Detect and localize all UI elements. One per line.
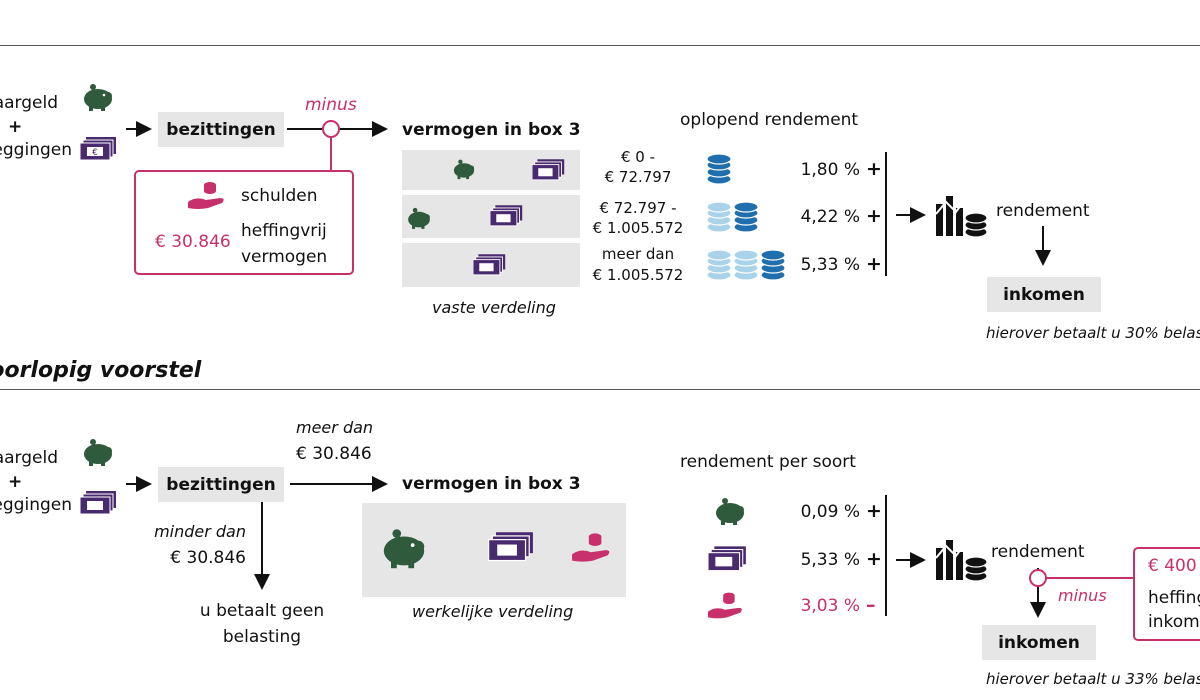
svg-text:€: € xyxy=(92,148,98,158)
piggy-bank-icon xyxy=(84,439,112,466)
bottom-minder-dan-2: € 30.846 xyxy=(170,548,246,568)
heffingvrij-box-bottom xyxy=(1133,547,1200,641)
bottom-rendement: rendement xyxy=(991,542,1085,562)
bottom-heffing-1: heffingvrij xyxy=(1148,588,1200,608)
top-minus-label: minus xyxy=(305,95,357,115)
top-heffingvrij-2: vermogen xyxy=(241,247,328,267)
top-footnote: hierover betaalt u 30% belasting xyxy=(986,324,1200,342)
heffingvrij-box-top xyxy=(134,170,354,275)
top-divider xyxy=(0,45,1200,46)
bottom-minder-dan-1: minder dan xyxy=(154,522,246,541)
top-oplopend-title: oplopend rendement xyxy=(680,110,859,130)
top-plus-3: + xyxy=(866,253,882,275)
top-schulden: schulden xyxy=(241,186,318,206)
top-rendement: rendement xyxy=(996,201,1090,221)
coin-stack-icon xyxy=(706,153,732,185)
piggy-bank-icon xyxy=(408,207,430,229)
bottom-werkelijke-verdeling: werkelijke verdeling xyxy=(412,602,574,621)
bottom-plus-1: + xyxy=(866,500,882,522)
bottom-pct-1: 0,09 % xyxy=(800,502,860,522)
bottom-pct-2: 5,33 % xyxy=(800,550,860,570)
bracket-2-line2: € 1.005.572 xyxy=(592,219,684,237)
banknotes-icon xyxy=(473,254,506,276)
bottom-vrij-amount: € 400 xyxy=(1148,556,1197,576)
coin-stack-icon xyxy=(706,201,732,233)
bracket-3-line1: meer dan xyxy=(601,245,675,263)
bracket-2-line1: € 72.797 - xyxy=(599,199,677,217)
bottom-inkomen-box: inkomen xyxy=(982,625,1096,660)
minus-junction-top xyxy=(322,120,340,138)
top-vermogen-title: vermogen in box 3 xyxy=(402,120,581,140)
top-pct-2: 4,22 % xyxy=(800,207,860,227)
top-item-spaargeld: spaargeld xyxy=(0,93,58,113)
hand-coins-icon xyxy=(188,182,224,209)
top-inkomen-box: inkomen xyxy=(987,277,1101,312)
section2-divider xyxy=(0,389,1200,390)
coin-stack-icon xyxy=(706,249,732,281)
coin-stack-icon xyxy=(760,249,786,281)
top-bezittingen-box: bezittingen xyxy=(158,112,284,147)
top-item-beleggingen: beleggingen xyxy=(0,140,72,160)
coin-stack-icon xyxy=(733,249,759,281)
bracket-1-line2: € 72.797 xyxy=(604,168,672,186)
bottom-vermogen-title: vermogen in box 3 xyxy=(402,474,581,494)
banknotes-icon: € xyxy=(80,137,116,161)
banknotes-icon xyxy=(708,546,746,572)
bottom-bezittingen-box: bezittingen xyxy=(158,467,284,502)
banknotes-icon xyxy=(80,491,116,515)
top-vrij-amount: € 30.846 xyxy=(155,232,231,252)
piggy-bank-icon xyxy=(383,529,425,569)
bottom-item-spaargeld: spaargeld xyxy=(0,448,58,468)
bottom-plus: + xyxy=(8,472,23,492)
bottom-rps-title: rendement per soort xyxy=(680,452,856,472)
section2-title: Voorlopig voorstel xyxy=(0,358,202,383)
bottom-heffing-2: inkomen xyxy=(1148,612,1200,632)
top-pct-3: 5,33 % xyxy=(800,255,860,275)
bottom-geen-1: u betaalt geen xyxy=(199,601,325,621)
piggy-bank-icon xyxy=(716,498,744,525)
returns-chart-coins-icon xyxy=(935,196,988,238)
top-plus-2: + xyxy=(866,205,882,227)
bottom-geen-2: belasting xyxy=(222,627,302,647)
hand-coins-icon xyxy=(707,592,742,619)
hand-coins-icon xyxy=(572,533,610,562)
bottom-meer-dan-1: meer dan xyxy=(296,418,374,437)
bracket-1-line1: € 0 - xyxy=(620,148,656,166)
bottom-minus-label: minus xyxy=(1058,586,1107,605)
returns-chart-coins-icon xyxy=(935,540,988,582)
bottom-plus-2: + xyxy=(866,548,882,570)
banknotes-icon xyxy=(532,159,565,181)
coin-stack-icon xyxy=(733,201,759,233)
piggy-bank-icon xyxy=(453,159,475,180)
bottom-footnote: hierover betaalt u 33% belasting xyxy=(986,670,1200,688)
top-heffingvrij-1: heffingvrij xyxy=(241,221,327,241)
top-plus-1: + xyxy=(866,158,882,180)
bottom-item-beleggingen: beleggingen xyxy=(0,495,72,515)
top-plus: + xyxy=(8,117,23,137)
bottom-pct-3: 3,03 % xyxy=(800,596,860,616)
bottom-minus-3: – xyxy=(866,594,876,616)
bracket-3-line2: € 1.005.572 xyxy=(592,266,684,284)
top-pct-1: 1,80 % xyxy=(800,160,860,180)
banknotes-icon xyxy=(490,205,523,227)
minus-junction-bottom xyxy=(1029,569,1047,587)
banknotes-icon xyxy=(488,532,533,562)
piggy-bank-icon xyxy=(84,84,112,111)
bottom-meer-dan-2: € 30.846 xyxy=(296,444,372,464)
top-vaste-verdeling: vaste verdeling xyxy=(432,298,556,317)
